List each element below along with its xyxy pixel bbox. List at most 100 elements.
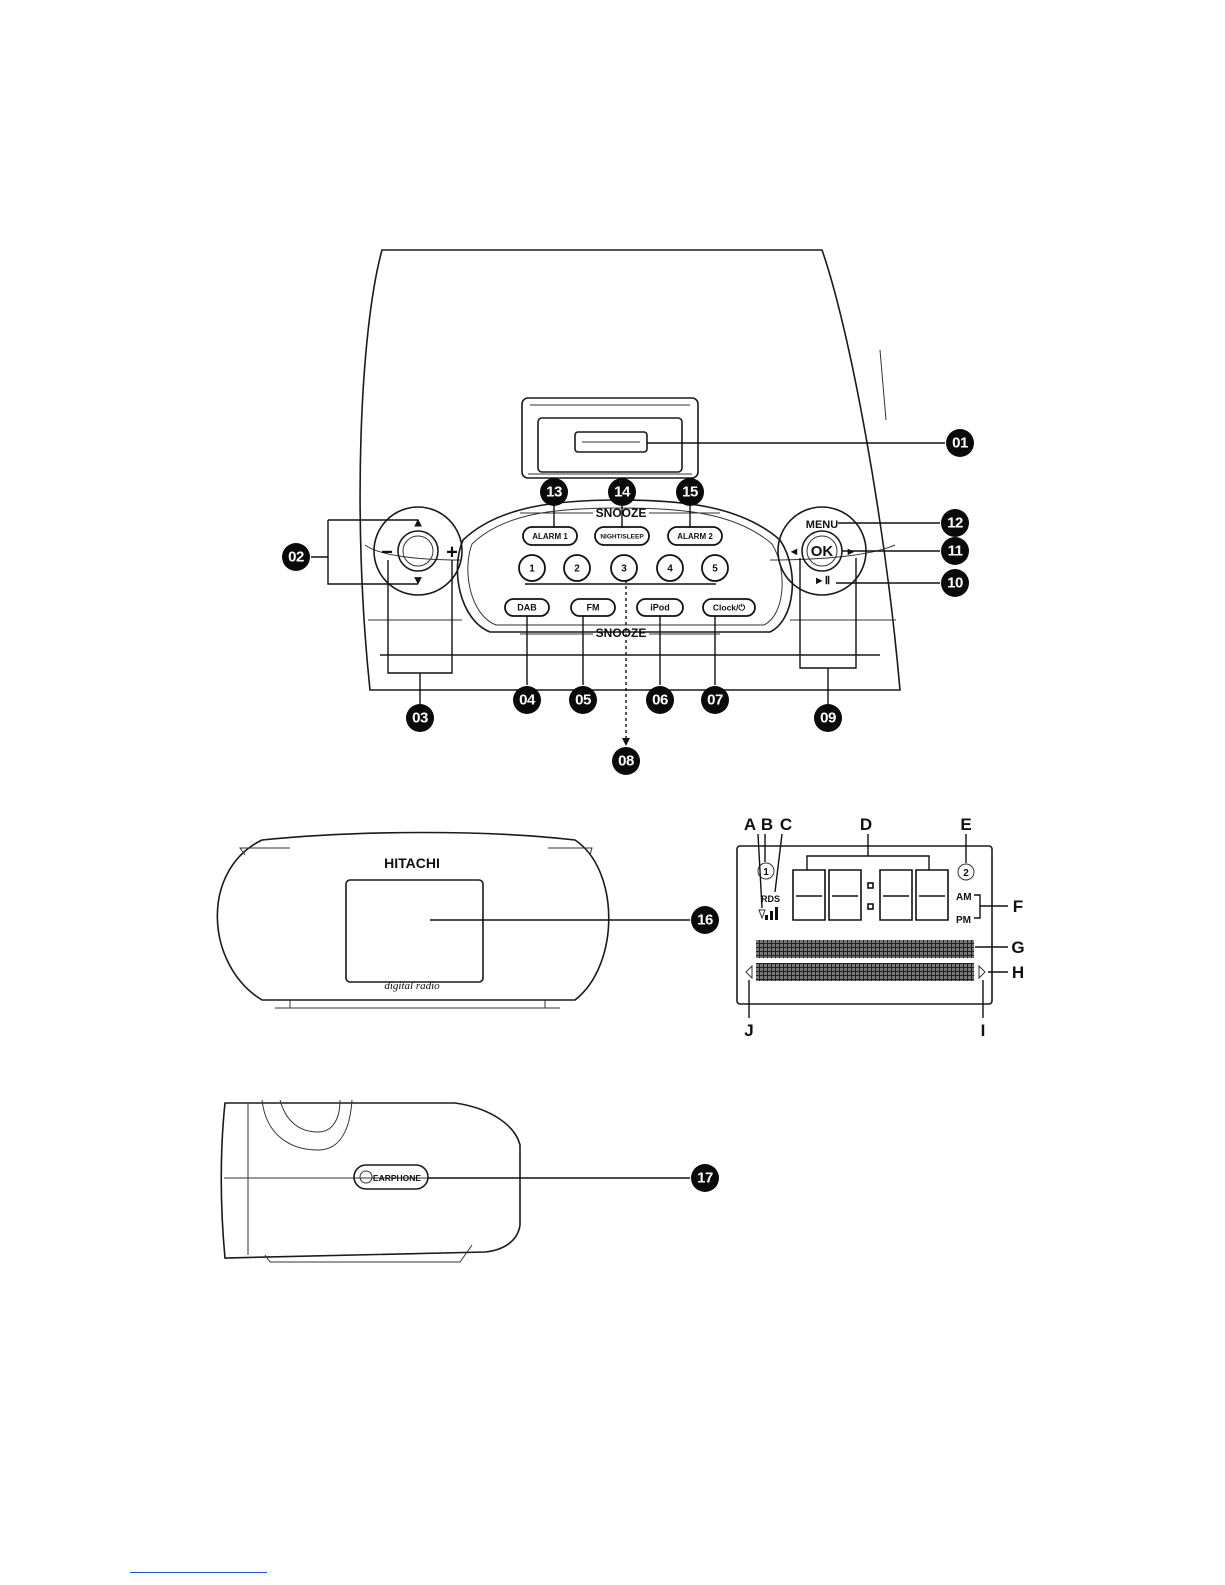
menu-button[interactable]: MENU (806, 519, 838, 531)
preset-1-button[interactable]: 1 (519, 555, 545, 581)
preset-4-button[interactable]: 4 (657, 555, 683, 581)
svg-text:NIGHT/SLEEP: NIGHT/SLEEP (600, 534, 644, 541)
ok-button[interactable]: OK (811, 543, 834, 560)
callout-12: 12 (941, 509, 969, 537)
lcd-label-j: J (744, 1021, 753, 1040)
dot-matrix-row-1 (756, 940, 974, 958)
right-arrow-button[interactable]: ► (846, 546, 857, 558)
svg-text:05: 05 (575, 692, 591, 709)
svg-text:15: 15 (682, 484, 698, 501)
svg-text:FM: FM (587, 602, 600, 612)
callout-03: 03 (406, 704, 434, 732)
lcd-label-b: B (761, 815, 773, 834)
callout-11: 11 (941, 537, 969, 565)
svg-text:09: 09 (820, 710, 836, 727)
snooze-bottom-label: SNOOZE (596, 626, 647, 640)
digital-radio-logo: digital radio (384, 980, 440, 992)
tune-up-arrow[interactable]: ▲ (412, 514, 425, 529)
lcd-label-e: E (960, 815, 971, 834)
svg-text:02: 02 (288, 549, 304, 566)
svg-text:17: 17 (697, 1170, 713, 1187)
svg-text:1: 1 (529, 564, 535, 575)
callout-01: 01 (946, 429, 974, 457)
svg-text:11: 11 (948, 543, 963, 560)
volume-plus[interactable]: + (446, 541, 458, 563)
callout-08: 08 (612, 747, 640, 775)
left-arrow-button[interactable]: ◄ (789, 546, 800, 558)
lcd-display: 1 2 RDS AM PM (737, 815, 1025, 1040)
svg-text:12: 12 (947, 515, 963, 532)
alarm1-button[interactable]: ALARM 1 (523, 527, 577, 545)
callout-09: 09 (814, 704, 842, 732)
side-view-unit: EARPHONE 17 (221, 1100, 719, 1262)
earphone-jack[interactable]: EARPHONE (354, 1165, 428, 1189)
svg-text:14: 14 (614, 484, 631, 501)
svg-text:4: 4 (667, 564, 673, 575)
dock-connector (522, 398, 698, 478)
svg-text:2: 2 (574, 564, 580, 575)
svg-text:08: 08 (618, 753, 634, 770)
svg-text:10: 10 (947, 575, 963, 592)
front-display-window (346, 880, 483, 982)
tune-down-arrow[interactable]: ▼ (412, 572, 425, 587)
preset-2-button[interactable]: 2 (564, 555, 590, 581)
lcd-label-d: D (860, 815, 872, 834)
svg-text:06: 06 (652, 692, 668, 709)
alarm2-button[interactable]: ALARM 2 (668, 527, 722, 545)
dab-button[interactable]: DAB (505, 599, 549, 616)
lcd-label-f: F (1013, 897, 1023, 916)
top-view-unit: SNOOZE SNOOZE ALARM 1 NIGHT/SLEEP ALARM … (282, 250, 974, 775)
callout-10: 10 (941, 569, 969, 597)
svg-text:07: 07 (707, 692, 723, 709)
callout-04: 04 (513, 686, 541, 714)
callout-17: 17 (691, 1164, 719, 1192)
callout-06: 06 (646, 686, 674, 714)
clock-standby-button[interactable]: Clock/⏻ (703, 599, 755, 616)
rds-indicator: RDS (761, 894, 780, 904)
fm-button[interactable]: FM (571, 599, 615, 616)
lcd-label-c: C (780, 815, 792, 834)
svg-text:3: 3 (621, 564, 627, 575)
svg-text:Clock/⏻: Clock/⏻ (713, 602, 747, 612)
pm-indicator: PM (956, 915, 971, 926)
scroll-right-icon (979, 966, 985, 978)
dot-matrix-row-2 (756, 963, 974, 981)
svg-text:iPod: iPod (650, 602, 670, 612)
svg-text:ALARM 2: ALARM 2 (677, 532, 713, 541)
callout-02: 02 (282, 543, 310, 571)
lcd-label-i: I (981, 1021, 986, 1040)
callout-05: 05 (569, 686, 597, 714)
svg-text:13: 13 (546, 484, 562, 501)
scroll-left-icon (746, 966, 752, 978)
svg-text:2: 2 (963, 868, 969, 879)
preset-5-button[interactable]: 5 (702, 555, 728, 581)
snooze-top-label: SNOOZE (596, 506, 647, 520)
callout-13: 13 (540, 478, 568, 506)
clock-digits (793, 870, 948, 920)
footer-rule (130, 1572, 267, 1573)
svg-text:16: 16 (697, 912, 713, 929)
preset-3-button[interactable]: 3 (611, 555, 637, 581)
alarm2-indicator-icon: 2 (958, 834, 974, 880)
ipod-button[interactable]: iPod (637, 599, 683, 616)
lcd-label-h: H (1012, 963, 1024, 982)
callout-15: 15 (676, 478, 704, 506)
svg-text:DAB: DAB (517, 602, 537, 612)
svg-text:ALARM 1: ALARM 1 (532, 532, 568, 541)
callout-14: 14 (608, 478, 636, 506)
brand-label: HITACHI (384, 855, 440, 871)
play-pause-button[interactable]: ►Ⅱ (814, 575, 830, 587)
svg-text:04: 04 (519, 692, 536, 709)
svg-text:03: 03 (412, 710, 428, 727)
svg-text:01: 01 (952, 435, 968, 452)
volume-minus[interactable]: − (381, 541, 393, 563)
front-view-unit: HITACHI digital radio 16 (217, 833, 719, 1009)
night-sleep-button[interactable]: NIGHT/SLEEP (595, 527, 649, 545)
lcd-label-g: G (1011, 938, 1024, 957)
am-indicator: AM (956, 892, 972, 903)
svg-text:5: 5 (712, 564, 718, 575)
lcd-label-a: A (744, 815, 756, 834)
callout-16: 16 (691, 906, 719, 934)
svg-text:1: 1 (763, 867, 769, 878)
